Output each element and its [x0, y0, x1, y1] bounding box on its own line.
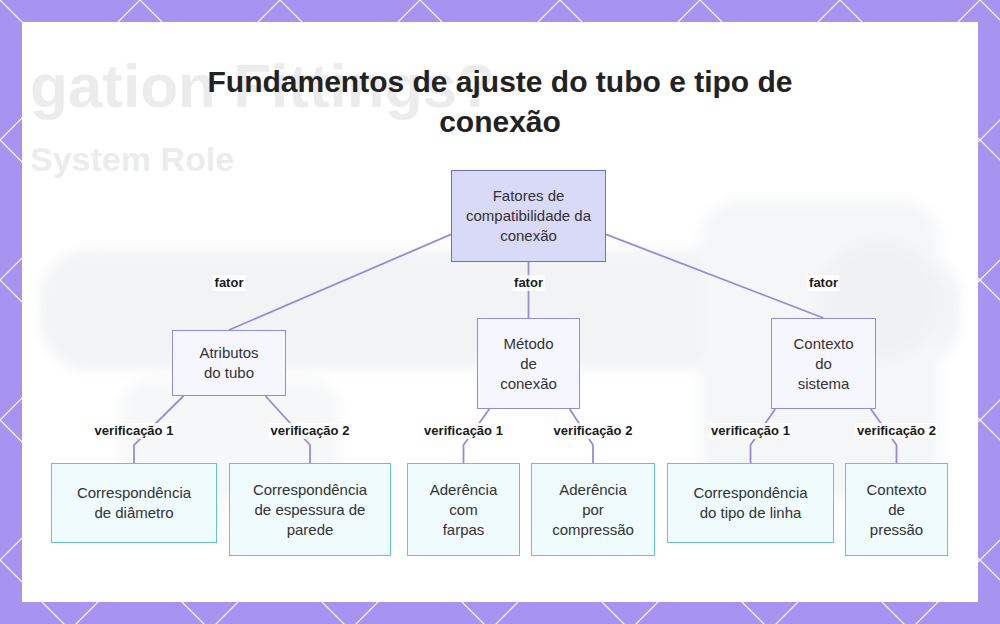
check-box: Contexto de pressão: [845, 463, 948, 556]
edge-label: fator: [213, 275, 246, 291]
node-text: Correspondência de espessura de parede: [245, 480, 375, 540]
connector-line: [606, 234, 824, 318]
node-text: Contexto do sistema: [791, 334, 856, 394]
edge-label: fator: [512, 275, 545, 291]
edge-label: verificação 1: [93, 423, 176, 439]
category-box: Método de conexão: [477, 318, 580, 409]
check-box: Aderência por compressão: [531, 463, 655, 556]
check-box: Correspondência do tipo de linha: [667, 463, 834, 543]
check-box: Correspondência de espessura de parede: [229, 463, 391, 556]
check-box: Correspondência de diâmetro: [51, 463, 217, 543]
node-text: Aderência por compressão: [551, 480, 635, 540]
node-text: Atributos do tubo: [189, 343, 269, 383]
node-text: Contexto de pressão: [864, 480, 929, 540]
category-box: Contexto do sistema: [771, 318, 876, 409]
node-text: Correspondência de diâmetro: [72, 483, 196, 523]
connector-line: [229, 234, 451, 330]
edge-label: verificação 2: [269, 423, 352, 439]
check-box: Aderência com farpas: [407, 463, 520, 556]
edge-label: verificação 1: [709, 423, 792, 439]
edge-label: verificação 2: [552, 423, 635, 439]
diagram-title: Fundamentos de ajuste do tubo e tipo de …: [200, 62, 800, 142]
node-text: Aderência com farpas: [430, 480, 498, 540]
category-box: Atributos do tubo: [172, 330, 286, 396]
node-text: Fatores de compatibilidade da conexão: [464, 186, 593, 246]
white-panel: [22, 22, 978, 602]
watermark-text: System Role: [30, 140, 234, 179]
node-text: Método de conexão: [498, 334, 559, 394]
node-text: Correspondência do tipo de linha: [686, 483, 815, 523]
edge-label: verificação 1: [422, 423, 505, 439]
edge-label: verificação 2: [855, 423, 938, 439]
root-box: Fatores de compatibilidade da conexão: [451, 170, 606, 262]
edge-label: fator: [807, 275, 840, 291]
